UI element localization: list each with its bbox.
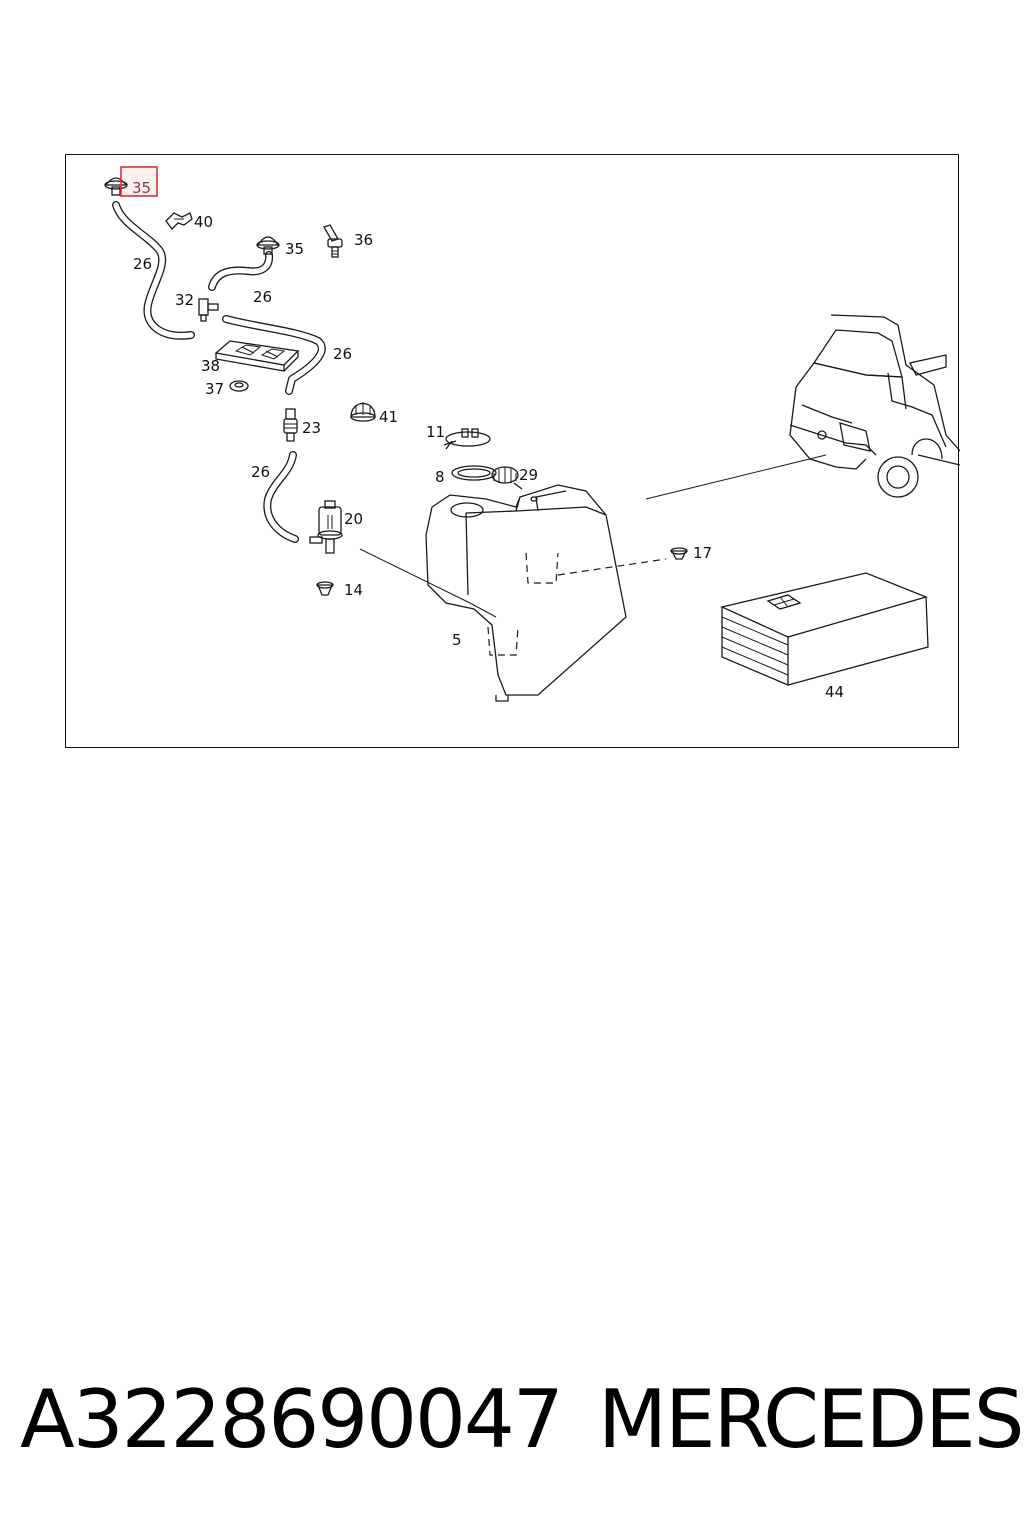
label-44[interactable]: 44 [825,683,844,701]
diagram-drawing: 35 40 36 35 26 26 32 26 38 37 41 23 11 2… [104,166,960,702]
label-26-left[interactable]: 26 [133,255,152,273]
hose-26-middle [222,315,326,395]
label-35-highlighted[interactable]: 35 [132,179,151,197]
label-14[interactable]: 14 [344,581,363,599]
grommet-14 [316,581,334,596]
seal-ring-8 [451,465,497,481]
parts-diagram: 35 40 36 35 26 26 32 26 38 37 41 23 11 2… [65,154,960,748]
label-32[interactable]: 32 [175,291,194,309]
brand-name: MERCEDES [598,1373,1024,1466]
label-8[interactable]: 8 [435,468,445,486]
nozzle-35-left [104,177,128,196]
label-11[interactable]: 11 [426,423,445,441]
van-illustration [789,314,960,498]
leader-line-truck [645,454,827,500]
valve-23 [283,408,298,442]
nozzle-35-right [256,236,280,255]
grommet-37 [229,380,249,392]
leader-line-5 [359,548,497,618]
label-26-upper[interactable]: 26 [253,288,272,306]
label-5[interactable]: 5 [452,631,462,649]
hose-26-left [112,201,195,340]
label-40[interactable]: 40 [194,213,213,231]
hose-26-upper [208,251,274,291]
cap-41 [350,402,376,422]
kit-box-44 [719,572,929,686]
label-38[interactable]: 38 [201,357,220,375]
hose-26-lower [263,451,299,543]
nozzle-36 [323,224,343,258]
label-26-middle[interactable]: 26 [333,345,352,363]
label-36[interactable]: 36 [354,231,373,249]
label-23[interactable]: 23 [302,419,321,437]
label-35[interactable]: 35 [285,240,304,258]
highlight-box [120,166,158,197]
clip-17 [670,547,688,560]
part-number: A3228690047 [20,1373,564,1466]
label-29[interactable]: 29 [519,466,538,484]
heater-38 [214,340,300,372]
label-17[interactable]: 17 [693,544,712,562]
clip-40 [165,212,193,230]
reservoir-5 [425,484,667,702]
connector-32 [198,298,219,322]
pump-20 [309,500,343,554]
label-20[interactable]: 20 [344,510,363,528]
sender-11 [443,428,491,450]
label-37[interactable]: 37 [205,380,224,398]
label-41[interactable]: 41 [379,408,398,426]
filler-cap-29 [491,466,523,490]
label-26-lower[interactable]: 26 [251,463,270,481]
